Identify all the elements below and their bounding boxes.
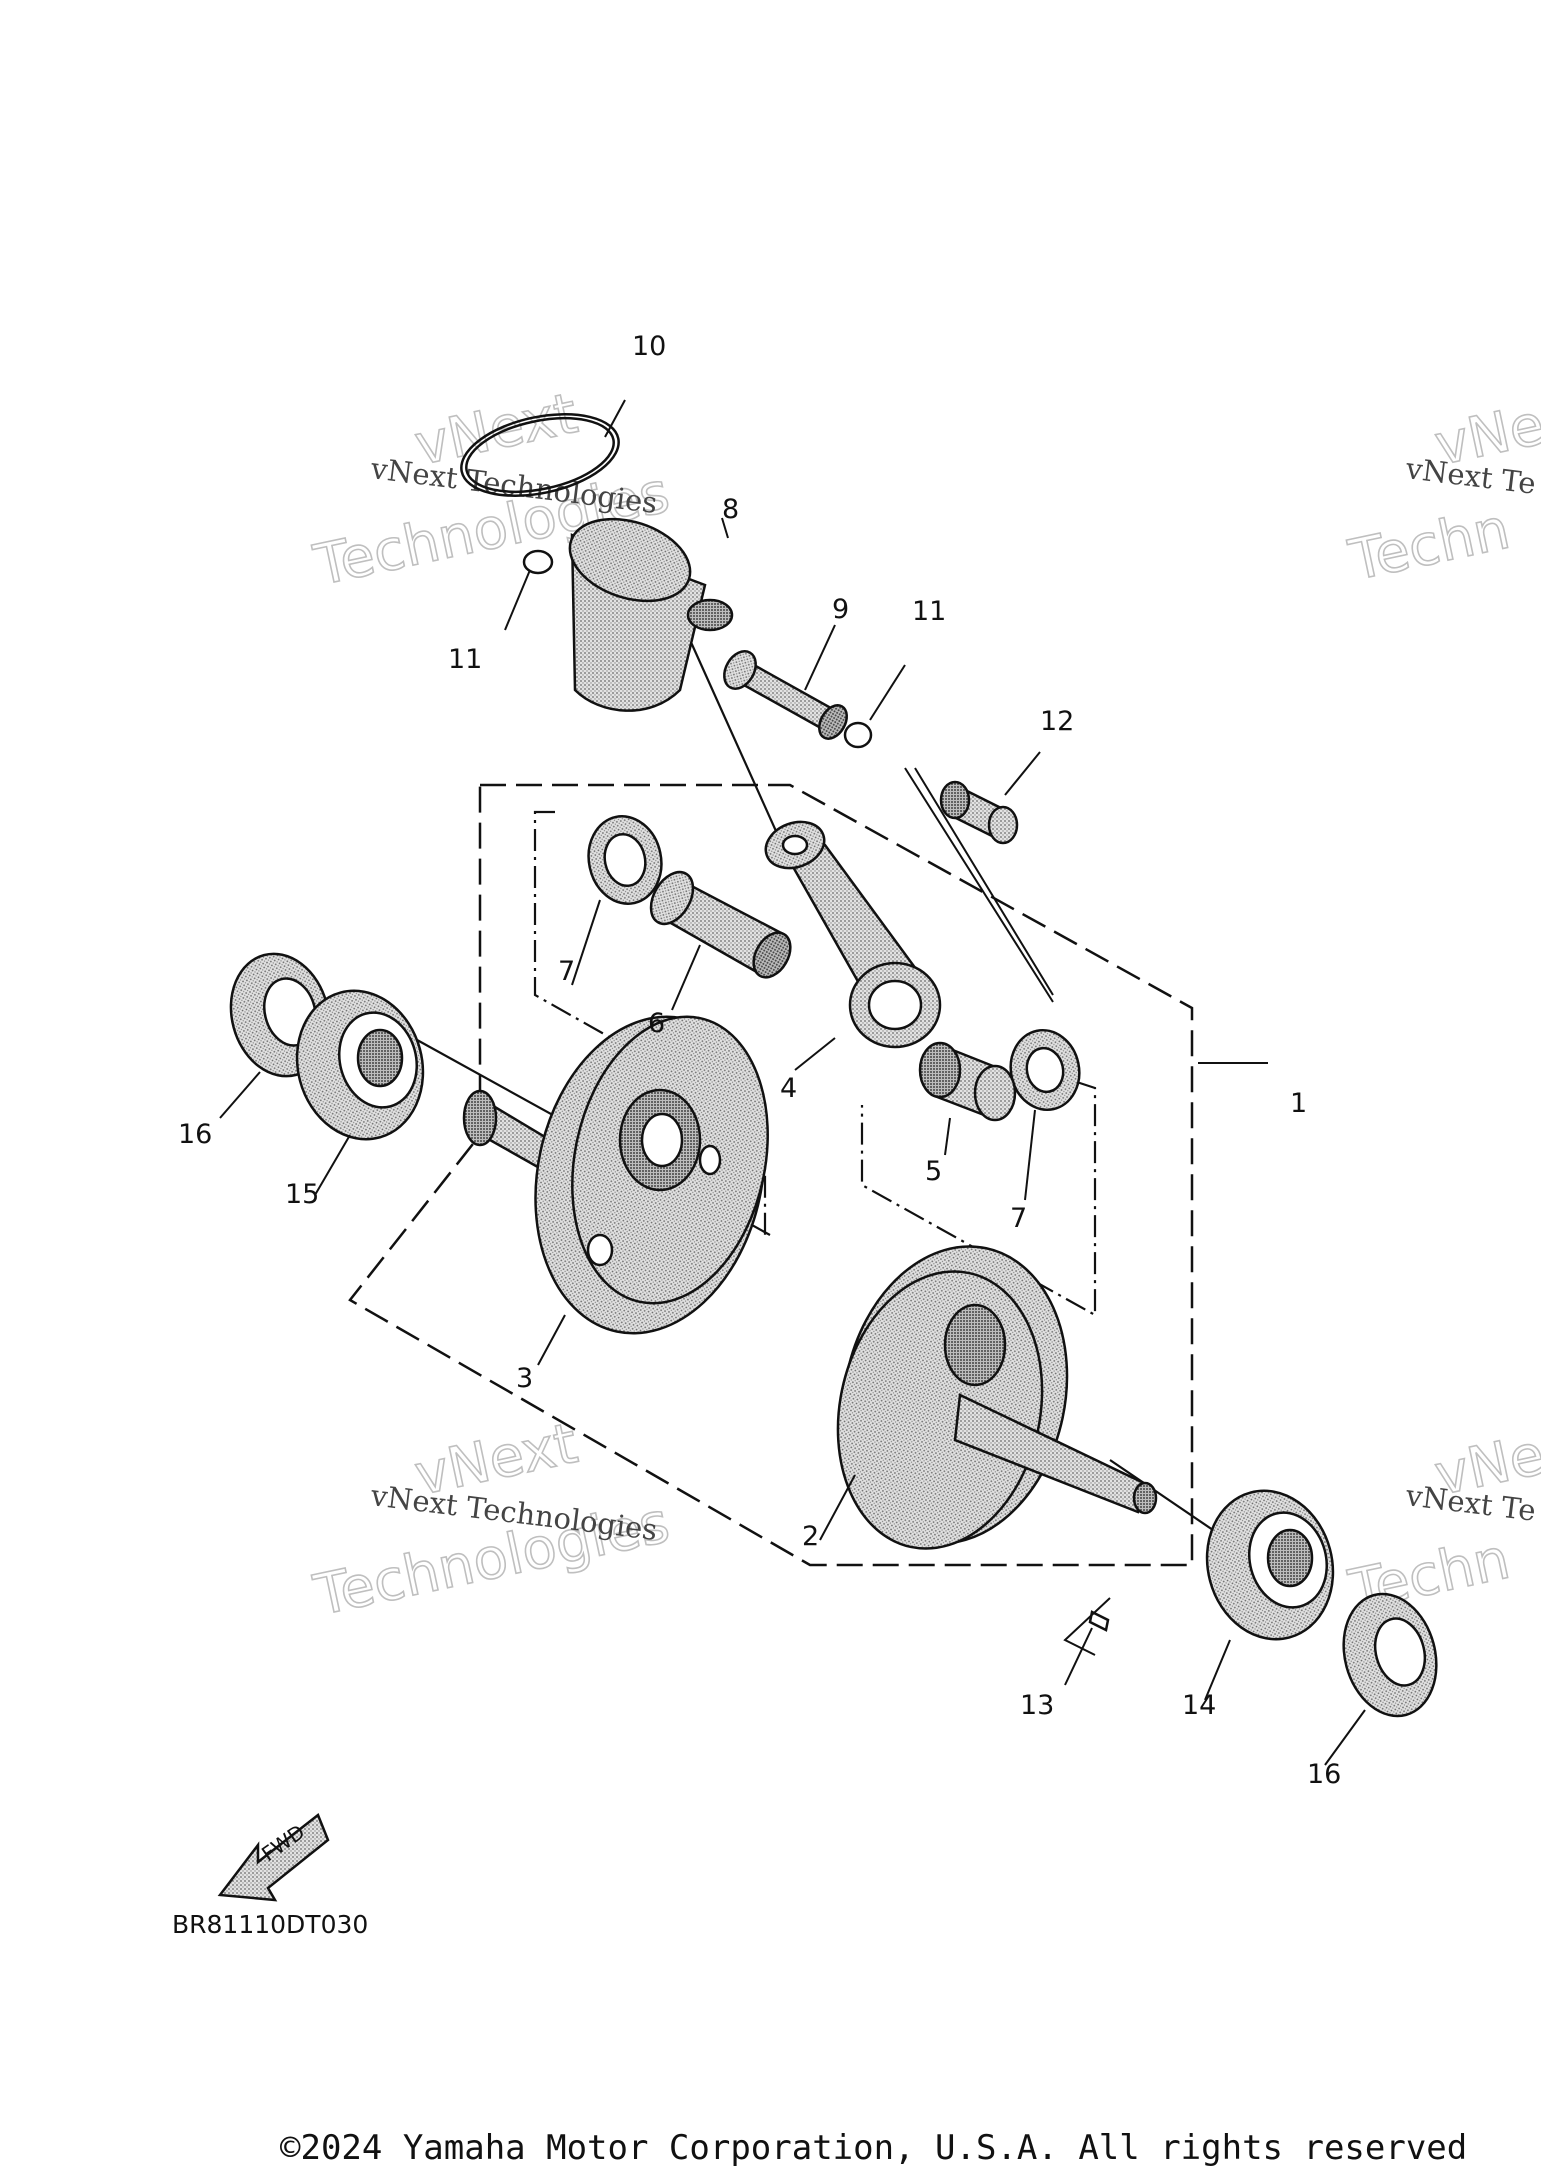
watermark-top-right: vNe Techn vNext Te bbox=[1343, 392, 1541, 595]
leader-lines bbox=[219, 399, 1366, 1766]
bracket-bearing-12 bbox=[904, 767, 1054, 1003]
callout-4: 4 bbox=[780, 1073, 797, 1104]
watermark-bottom-left: vNext Technologies vNext Technologies bbox=[308, 1410, 676, 1629]
crankshaft-right-part bbox=[836, 1245, 1158, 1550]
watermark-bottom-right: vNe Techn vNext Te bbox=[1343, 1422, 1541, 1625]
crankshaft-left-part bbox=[462, 1015, 769, 1335]
bracket-pin-washer-group bbox=[533, 810, 767, 1235]
callout-8: 8 bbox=[722, 494, 739, 525]
callout-11-left: 11 bbox=[448, 644, 482, 675]
woodruff-key-part bbox=[1088, 1610, 1110, 1632]
forward-arrow-icon: FWD bbox=[217, 1812, 330, 1902]
piston-ring-part bbox=[460, 413, 620, 497]
axis-line-piston bbox=[688, 639, 782, 841]
callout-12: 12 bbox=[1040, 706, 1074, 737]
clip-part-left bbox=[522, 549, 554, 575]
big-end-bearing-part bbox=[918, 1041, 1017, 1122]
assembly-boundary bbox=[348, 783, 1194, 1567]
callout-7-left: 7 bbox=[558, 956, 575, 987]
thrust-washer-part-left bbox=[587, 815, 663, 905]
clip-part-right bbox=[843, 721, 873, 749]
callout-15: 15 bbox=[285, 1179, 319, 1210]
diagram-code: BR81110DT030 bbox=[172, 1910, 368, 1939]
piston-part bbox=[568, 517, 734, 712]
callout-7-right: 7 bbox=[1010, 1203, 1027, 1234]
bearing-part-left bbox=[295, 989, 425, 1141]
callout-5: 5 bbox=[925, 1156, 942, 1187]
callout-13: 13 bbox=[1020, 1690, 1054, 1721]
callout-10: 10 bbox=[632, 331, 666, 362]
callout-6: 6 bbox=[648, 1008, 665, 1039]
piston-pin-part bbox=[723, 650, 848, 740]
callout-3: 3 bbox=[516, 1363, 533, 1394]
callout-1: 1 bbox=[1290, 1088, 1307, 1119]
copyright-notice: ©2024 Yamaha Motor Corporation, U.S.A. A… bbox=[280, 2128, 1468, 2168]
connecting-rod-part bbox=[764, 820, 942, 1049]
small-end-bearing-part bbox=[939, 780, 1019, 845]
callout-14: 14 bbox=[1182, 1690, 1216, 1721]
crank-pin-part bbox=[649, 870, 792, 979]
callout-9: 9 bbox=[832, 594, 849, 625]
callout-2: 2 bbox=[802, 1521, 819, 1552]
bearing-part-right bbox=[1205, 1489, 1335, 1641]
oil-seal-part-right bbox=[1342, 1592, 1438, 1718]
thrust-washer-part-right bbox=[1009, 1028, 1081, 1112]
callout-16-left: 16 bbox=[178, 1119, 212, 1150]
callout-16-right: 16 bbox=[1307, 1759, 1341, 1790]
watermark-big-technologies-cut: Techn bbox=[1343, 497, 1515, 594]
callout-11-right: 11 bbox=[912, 596, 946, 627]
